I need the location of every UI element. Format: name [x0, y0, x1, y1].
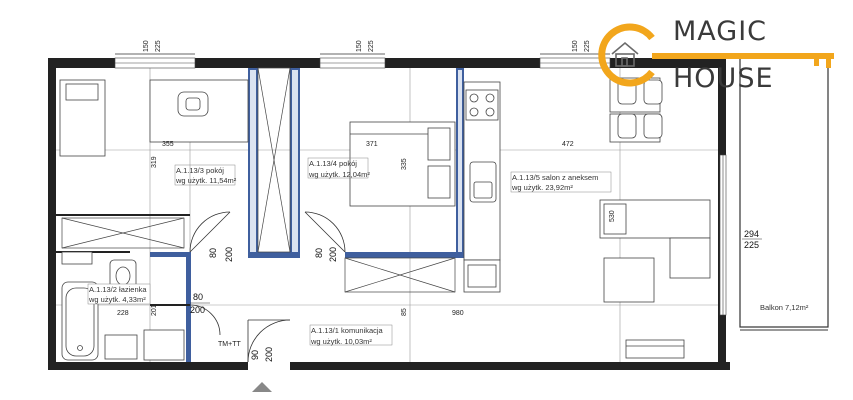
dim-window3-a: 150	[572, 40, 579, 52]
logo-line1: MAGIC	[673, 16, 767, 47]
entrance-arrow-icon	[252, 382, 272, 392]
door1-height: 200	[224, 247, 234, 262]
door-swings	[189, 211, 346, 363]
dim-355: 355	[162, 141, 174, 148]
room2-label: A.1.13/4 pokój	[309, 159, 357, 168]
hall-area: wg użytk. 10,03m²	[310, 337, 372, 346]
door-bath-height: 200	[190, 305, 205, 315]
room2-area: wg użytk. 12,04m²	[308, 170, 370, 179]
dim-window2-a: 150	[356, 40, 363, 52]
door2-height: 200	[328, 247, 338, 262]
bed-room1	[59, 79, 106, 157]
tm-marker: TM+TT	[218, 341, 241, 348]
sofa	[599, 199, 711, 303]
desk-room1	[149, 79, 249, 143]
logo-house-icon	[611, 41, 639, 67]
logo-tagline: BIURO NIERUCHOMOŚCI	[676, 53, 739, 60]
dim-balcony-a: 294	[744, 229, 759, 239]
kitchen-units	[463, 81, 501, 293]
door-entry-height: 200	[264, 347, 274, 362]
dim-201: 201	[151, 304, 158, 316]
insulated-walls	[150, 68, 464, 362]
bath-label: A.1.13/2 łazienka	[89, 285, 147, 294]
door2-width: 80	[314, 248, 324, 258]
dim-980: 980	[452, 310, 464, 317]
dim-530: 530	[609, 210, 616, 222]
door1-width: 80	[208, 248, 218, 258]
room1-area: wg użytk. 11,54m²	[175, 176, 237, 185]
bathroom-fixtures	[61, 251, 185, 361]
dining-table	[609, 77, 663, 143]
dim-472: 472	[562, 141, 574, 148]
dim-balcony-b: 225	[744, 240, 759, 250]
logo-line2: HOUSE	[673, 63, 774, 94]
dim-228: 228	[117, 310, 129, 317]
dim-85: 85	[401, 308, 408, 316]
dim-window2-b: 225	[368, 40, 375, 52]
installation-shaft	[61, 217, 185, 249]
dim-335: 335	[401, 158, 408, 170]
bath-area: wg użytk. 4,33m²	[88, 295, 146, 304]
door-entry-width: 90	[250, 350, 260, 360]
magic-house-logo: MAGIC BIURO NIERUCHOMOŚCI HOUSE	[598, 16, 834, 94]
balcony	[739, 54, 829, 331]
dim-window1-a: 150	[143, 40, 150, 52]
dimension-labels: 150 225 150 225 150 225 355 371 472 319 …	[117, 40, 762, 317]
living-area: wg użytk. 23,92m²	[511, 183, 573, 192]
balcony-label: Balkon 7,12m²	[760, 303, 809, 312]
dim-window1-b: 225	[155, 40, 162, 52]
logo-ring-icon	[598, 23, 655, 87]
room1-label: A.1.13/3 pokój	[176, 166, 224, 175]
door-bath-width: 80	[193, 292, 203, 302]
door-labels: 80 200 80 200 80 200 90 200 TM+TT	[190, 247, 338, 362]
dim-319: 319	[151, 156, 158, 168]
living-label: A.1.13/5 salon z aneksem	[512, 173, 598, 182]
wardrobe	[257, 67, 456, 293]
hall-label: A.1.13/1 komunikacja	[311, 326, 384, 335]
dim-371: 371	[366, 141, 378, 148]
bed-room2	[349, 121, 456, 207]
window-glazing	[115, 62, 724, 315]
dim-window3-b: 225	[584, 40, 591, 52]
logo-key-shaft	[652, 53, 834, 59]
room-labels: A.1.13/3 pokój wg użytk. 11,54m² A.1.13/…	[87, 157, 809, 346]
tv-unit	[625, 339, 685, 359]
